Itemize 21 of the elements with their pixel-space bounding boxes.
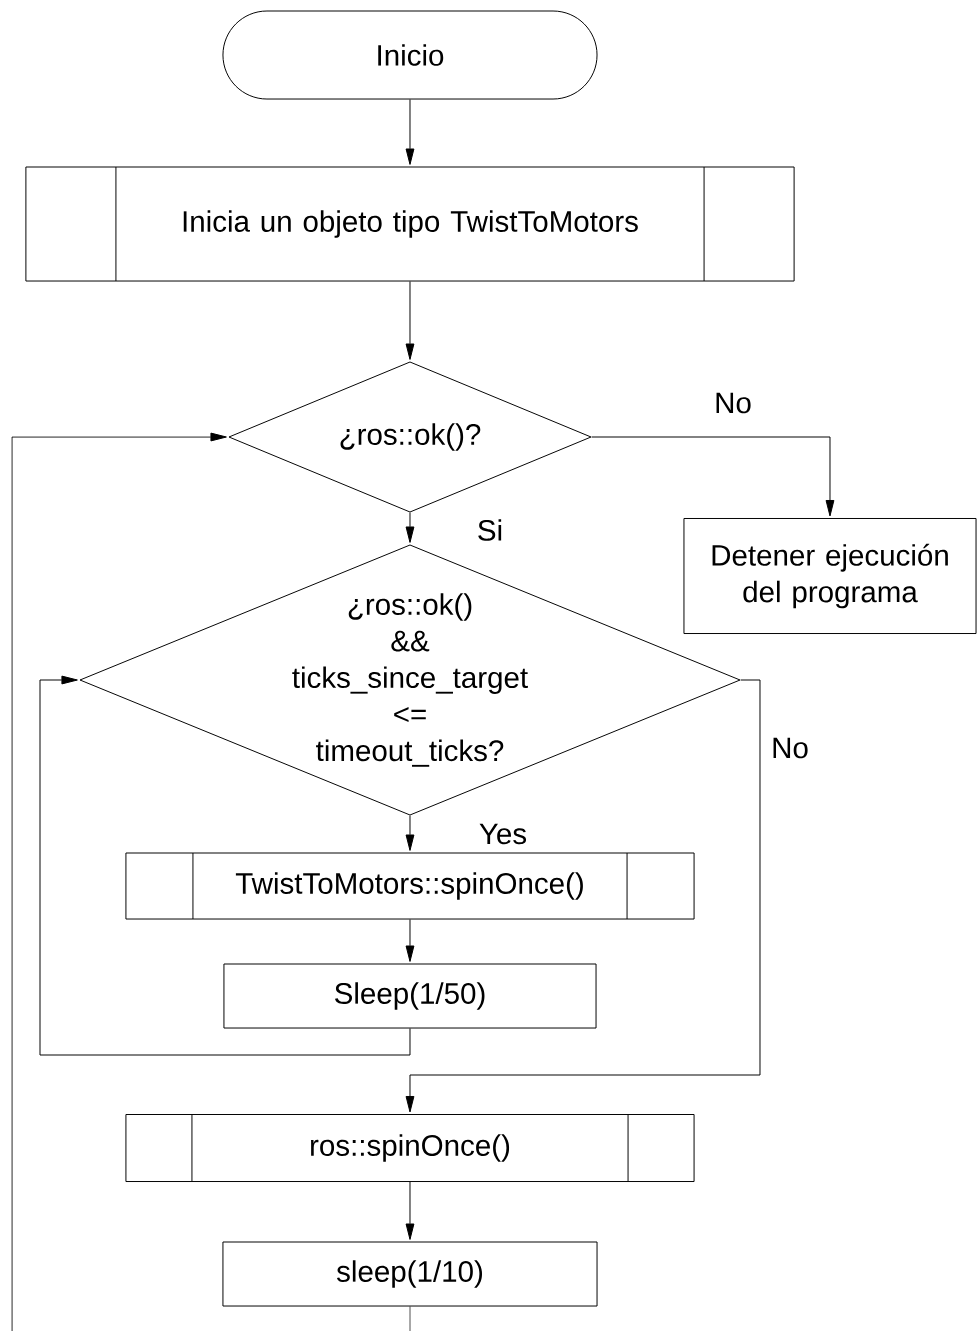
arrow [405,919,415,962]
process-box: Detener ejecución del programa [683,518,977,634]
subprocess-box: Inicia un objeto tipo TwistToMotors [25,166,795,282]
arrow [405,512,415,543]
arrow [11,432,227,1331]
edge-label: Yes [477,822,529,846]
start-terminal: Inicio [222,10,598,100]
process-box: sleep(1/10) [222,1241,598,1307]
subprocess-box: TwistToMotors::spinOnce() [125,852,695,920]
arrow [405,281,415,360]
arrow [591,436,835,517]
subprocess-box: ros::spinOnce() [125,1114,695,1182]
arrow [405,99,415,165]
edge-label: No [712,391,754,415]
edge-label: No [769,736,811,760]
arrow [405,815,415,851]
arrow [405,1181,415,1240]
process-box: Sleep(1/50) [223,963,597,1029]
arrow [405,679,761,1113]
edge-label: Si [475,517,505,543]
arrow [39,675,411,1056]
